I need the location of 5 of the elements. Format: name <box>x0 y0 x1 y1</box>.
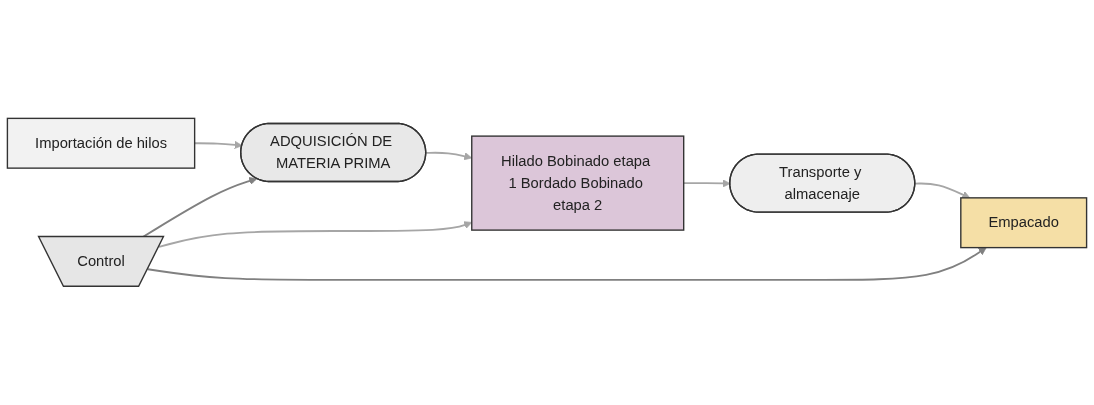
node-box: Hilado Bobinado etapa 1 Bordado Bobinado etapa 2 <box>471 135 685 231</box>
node-box: Empacado <box>960 197 1088 249</box>
node-box: Importación de hilos <box>6 117 196 169</box>
arrow <box>146 247 987 281</box>
arrow <box>914 182 971 199</box>
